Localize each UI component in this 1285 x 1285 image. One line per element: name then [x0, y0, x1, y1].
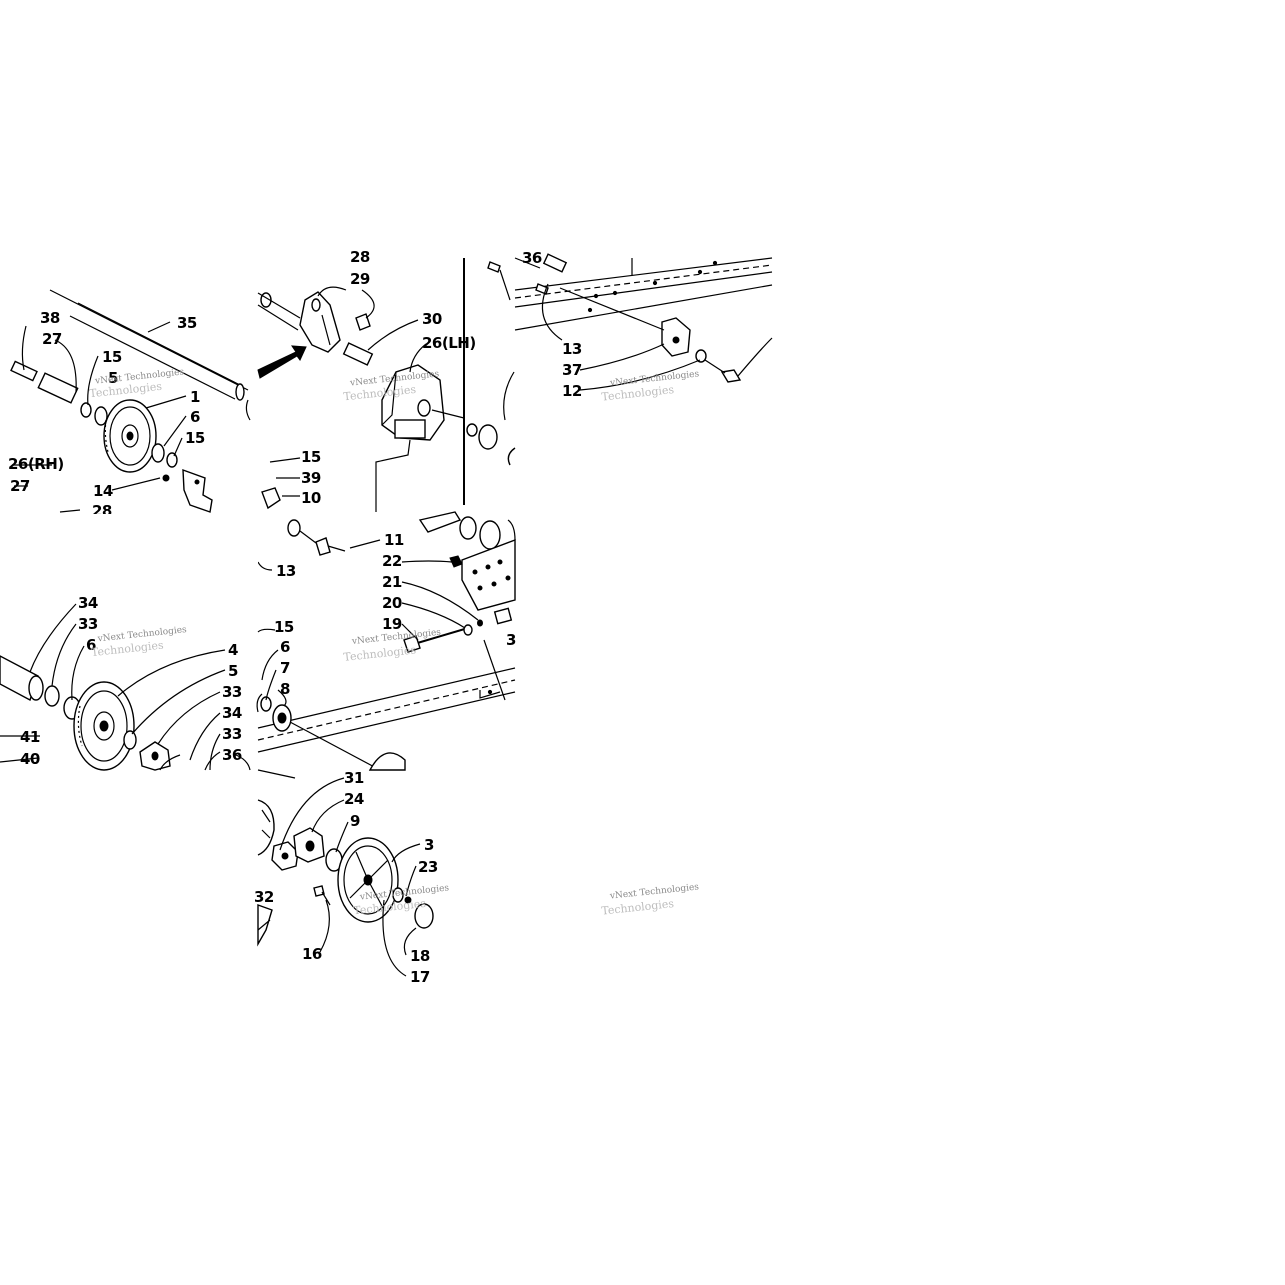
label-6b: 6 [86, 636, 96, 654]
bearing-15 [94, 406, 108, 426]
label-41: 41 [20, 728, 40, 746]
spacer-38 [10, 360, 38, 382]
bearing-8 [272, 704, 292, 732]
label-36-top: 36 [522, 249, 542, 267]
label-26lh: 26(LH) [422, 334, 476, 352]
tile-idler-wheel: 31 24 9 3 23 32 16 18 17 vNext Technolog… [254, 769, 450, 986]
label-6: 6 [190, 408, 200, 426]
bracket-28 [299, 291, 341, 353]
spacer-34 [0, 655, 44, 702]
label-16: 16 [302, 945, 322, 963]
label-12: 12 [562, 382, 582, 400]
axle-shaft [49, 289, 251, 421]
clamp-31 [271, 841, 299, 871]
bracket-26-lh [381, 364, 465, 441]
label-39: 39 [301, 469, 321, 487]
label-5: 5 [108, 369, 118, 387]
tile-plate-bolts: 11 13 22 21 [256, 511, 517, 771]
wheel-3 [337, 837, 399, 923]
label-32: 32 [254, 888, 274, 906]
label-11: 11 [384, 531, 404, 549]
nut-14 [162, 474, 170, 482]
tile-mount-brackets: 28 29 30 26(LH) 15 39 10 vNext Technolog… [257, 248, 516, 512]
label-31: 31 [344, 769, 364, 787]
label-14: 14 [93, 482, 113, 500]
label-15d: 15 [274, 618, 294, 636]
label-34b: 34 [222, 704, 242, 722]
label-3b: 3 [506, 631, 516, 649]
plate [461, 538, 516, 611]
label-8: 8 [280, 680, 290, 698]
label-19: 19 [382, 615, 402, 633]
label-6c: 6 [280, 638, 290, 656]
label-13: 13 [276, 562, 296, 580]
bearing-15b [166, 452, 178, 468]
label-21: 21 [382, 573, 402, 591]
label-33c: 33 [222, 725, 242, 743]
label-35: 35 [177, 314, 197, 332]
tile-front-wheel: 34 33 6 4 5 33 34 33 36 41 40 vNext Tech… [0, 594, 251, 771]
wheel-4 [73, 681, 135, 771]
watermark: vNext Technologies Technologies [343, 628, 442, 664]
label-33: 33 [78, 615, 98, 633]
label-28b: 28 [350, 248, 370, 266]
label-37: 37 [562, 361, 582, 379]
tile-rail-stop: 36 13 37 12 vNext Technologies Technolog… [487, 249, 773, 404]
label-27: 27 [42, 330, 62, 348]
label-18: 18 [410, 947, 430, 965]
label-5b: 5 [228, 662, 238, 680]
label-34: 34 [78, 594, 98, 612]
watermark: vNext Technologies Technologies [601, 369, 700, 403]
spacer-27 [37, 372, 79, 404]
watermark: vNext Technologies Technologies [601, 882, 700, 917]
label-26rh: 26(RH) [8, 455, 64, 473]
wheel-1 [103, 399, 157, 473]
bracket-39 [182, 468, 213, 513]
label-38: 38 [40, 309, 60, 327]
label-24: 24 [344, 790, 364, 808]
label-29: 29 [350, 270, 370, 288]
stop-37 [661, 317, 691, 357]
label-1: 1 [190, 388, 200, 406]
cap-18 [414, 903, 434, 929]
watermark: vNext Technologies Technologies [89, 367, 185, 400]
arrow [257, 345, 307, 379]
label-30: 30 [422, 310, 442, 328]
label-7: 7 [280, 659, 290, 677]
label-15c: 15 [301, 448, 321, 466]
watermark: vNext Technologies Technologies [90, 625, 187, 659]
label-22: 22 [382, 552, 402, 570]
washer-15 [80, 402, 92, 418]
tile-rear-axle: 38 27 15 5 35 1 6 15 26(RH) 27 14 28 vNe… [8, 289, 251, 520]
label-15: 15 [102, 348, 122, 366]
washer-6 [151, 443, 165, 463]
label-17: 17 [410, 968, 430, 986]
label-36: 36 [222, 746, 242, 764]
label-33b: 33 [222, 683, 242, 701]
label-10: 10 [301, 489, 321, 507]
hub-33 [139, 741, 171, 771]
label-4: 4 [228, 641, 238, 659]
label-15b: 15 [185, 429, 205, 447]
label-3: 3 [424, 836, 434, 854]
label-27b: 27 [10, 477, 30, 495]
washer-5 [123, 730, 137, 750]
label-9: 9 [350, 812, 360, 830]
label-13b: 13 [562, 340, 582, 358]
washer [287, 519, 301, 537]
label-40: 40 [20, 750, 40, 768]
bushing-33 [44, 685, 60, 707]
label-20: 20 [382, 594, 402, 612]
label-23: 23 [418, 858, 438, 876]
hub-24 [293, 827, 325, 863]
